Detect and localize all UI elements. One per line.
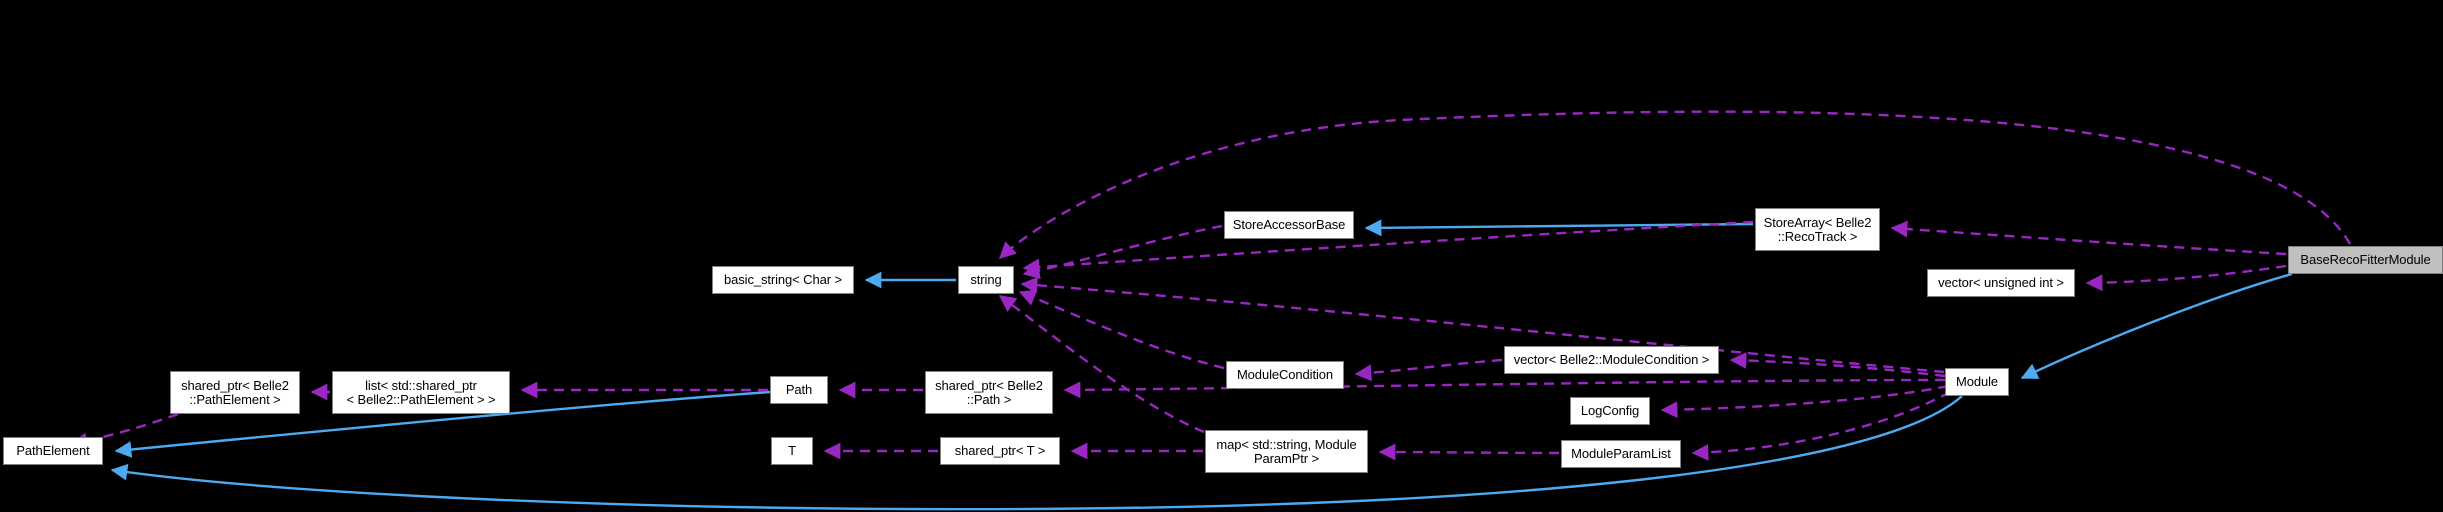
node-storeaccessorbase[interactable]: StoreAccessorBase <box>1224 211 1354 239</box>
node-modulecondition[interactable]: ModuleCondition <box>1226 361 1344 389</box>
edge-module-to-sharedptr-path <box>1063 378 1946 399</box>
edge-modulecondition-to-string <box>1018 289 1225 370</box>
node-label-t: T <box>788 443 796 458</box>
node-logconfig[interactable]: LogConfig <box>1570 397 1650 425</box>
node-label-vector_uint: vector< unsigned int > <box>1938 275 2064 290</box>
node-basic_string[interactable]: basic_string< Char > <box>712 266 854 294</box>
node-baserecofittermodule[interactable]: BaseRecoFitterModule <box>2288 246 2443 274</box>
node-list_sharedptr_pe[interactable]: list< std::shared_ptr < Belle2::PathElem… <box>332 371 510 414</box>
edge-baserecofitter-to-string <box>998 110 2352 259</box>
node-label-sharedptr_path: shared_ptr< Belle2 ::Path > <box>935 377 1043 407</box>
node-sharedptr_pe[interactable]: shared_ptr< Belle2 ::PathElement > <box>170 371 300 414</box>
node-t[interactable]: T <box>771 437 813 465</box>
node-string[interactable]: string <box>958 266 1014 294</box>
node-label-pathelement: PathElement <box>16 443 90 458</box>
node-map_string_mpp[interactable]: map< std::string, Module ParamPtr > <box>1205 430 1368 473</box>
usage-edges <box>70 110 2352 461</box>
edge-sharedptr-pathelement-to-pathelement <box>70 412 179 450</box>
edge-module-to-pathelement <box>110 395 1963 511</box>
node-sharedptr_t[interactable]: shared_ptr< T > <box>940 437 1060 465</box>
node-label-map_string_mpp: map< std::string, Module ParamPtr > <box>1216 436 1357 466</box>
node-label-logconfig: LogConfig <box>1580 403 1640 418</box>
node-label-module: Module <box>1955 374 1999 389</box>
edge-module-to-logconfig <box>1660 384 1949 419</box>
edge-baserecofitter-to-module <box>2020 272 2293 380</box>
node-label-storearray_recotrack: StoreArray< Belle2 ::RecoTrack > <box>1763 214 1872 244</box>
edge-baserecofitter-to-storearray <box>1890 220 2287 256</box>
node-label-vector_modcond: vector< Belle2::ModuleCondition > <box>1513 352 1710 367</box>
node-label-storeaccessorbase: StoreAccessorBase <box>1232 217 1346 232</box>
node-label-string: string <box>970 272 1002 287</box>
edge-baserecofitter-to-vector-uint <box>2085 264 2287 292</box>
node-label-sharedptr_pe: shared_ptr< Belle2 ::PathElement > <box>181 377 289 407</box>
node-label-basic_string: basic_string< Char > <box>724 272 842 287</box>
node-moduleparamlist[interactable]: ModuleParamList <box>1561 440 1681 468</box>
node-vector_modcond[interactable]: vector< Belle2::ModuleCondition > <box>1504 346 1719 374</box>
inheritance-edges <box>110 219 2293 511</box>
node-sharedptr_path[interactable]: shared_ptr< Belle2 ::Path > <box>925 371 1053 414</box>
node-label-list_sharedptr_pe: list< std::shared_ptr < Belle2::PathElem… <box>346 377 496 407</box>
edge-moduleparamlist-to-map <box>1378 443 1560 461</box>
node-module[interactable]: Module <box>1945 368 2009 396</box>
edge-map-to-string <box>998 295 1205 434</box>
node-path[interactable]: Path <box>770 376 828 404</box>
node-vector_uint[interactable]: vector< unsigned int > <box>1927 269 2075 297</box>
node-label-baserecofittermodule: BaseRecoFitterModule <box>2300 252 2431 267</box>
edge-vector-modcond-to-modulecondition <box>1354 358 1503 382</box>
edge-storearray-to-storeaccessorbase <box>1364 219 1754 237</box>
edge-storeaccessorbase-to-string <box>1022 224 1223 279</box>
node-label-sharedptr_t: shared_ptr< T > <box>954 443 1046 458</box>
node-label-modulecondition: ModuleCondition <box>1236 367 1334 382</box>
edge-storearray-to-string <box>1022 220 1754 276</box>
edge-module-to-vector-modcond <box>1729 352 1946 378</box>
node-pathelement[interactable]: PathElement <box>3 437 103 465</box>
node-label-path: Path <box>785 382 813 397</box>
node-storearray_recotrack[interactable]: StoreArray< Belle2 ::RecoTrack > <box>1755 208 1880 251</box>
node-label-moduleparamlist: ModuleParamList <box>1571 446 1671 461</box>
edge-module-to-string <box>1020 276 1945 374</box>
edge-path-to-pathelement <box>114 390 771 458</box>
